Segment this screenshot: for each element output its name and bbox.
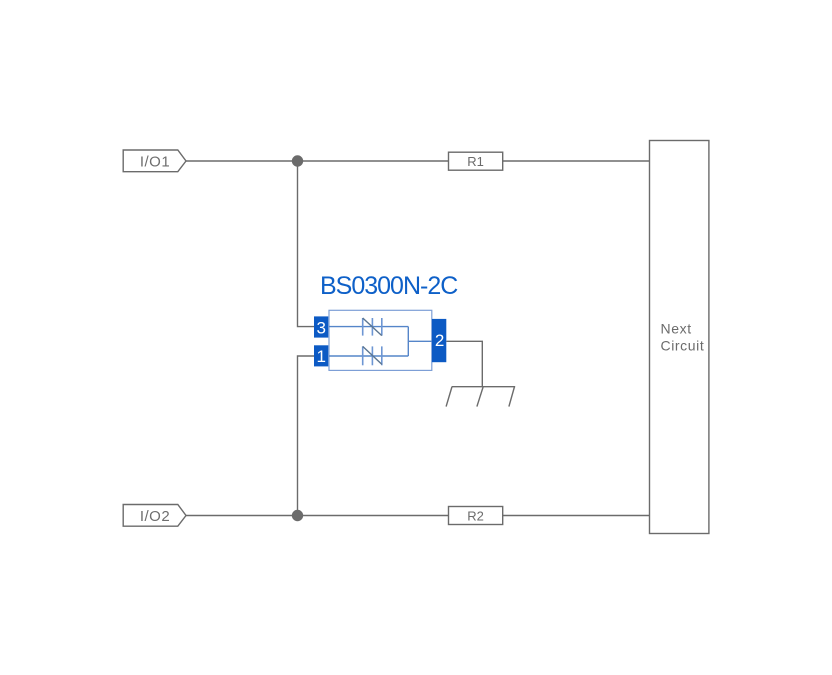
svg-text:BS0300N-2C: BS0300N-2C (320, 272, 458, 300)
svg-text:R1: R1 (467, 154, 484, 169)
svg-text:Next: Next (661, 321, 692, 337)
svg-text:I/O1: I/O1 (140, 153, 170, 170)
svg-text:Circuit: Circuit (661, 337, 705, 353)
svg-text:2: 2 (435, 331, 444, 350)
svg-text:R2: R2 (467, 508, 484, 523)
svg-text:1: 1 (316, 347, 325, 366)
svg-text:I/O2: I/O2 (140, 508, 170, 525)
svg-text:3: 3 (316, 318, 325, 337)
